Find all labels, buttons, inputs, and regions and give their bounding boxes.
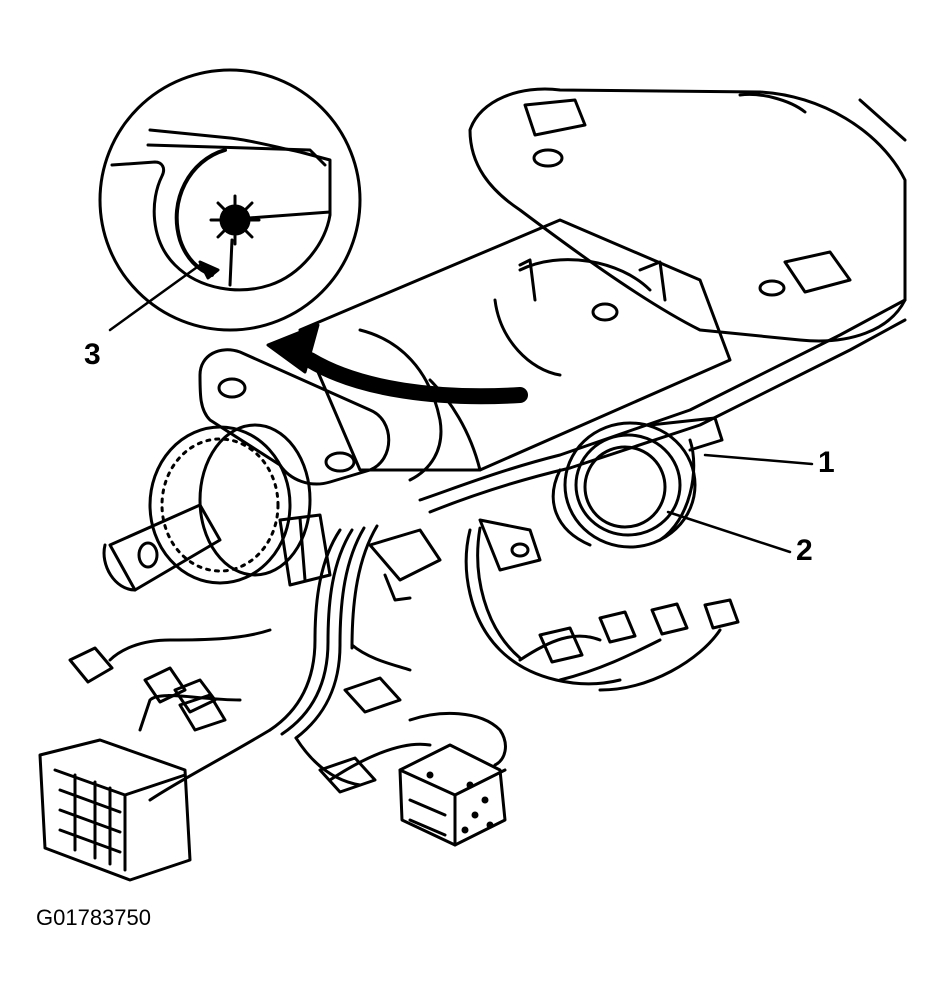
- detail-magnifier-inset: [98, 68, 362, 332]
- wiring-harness: [108, 298, 907, 802]
- leader-lines: [108, 263, 814, 554]
- connector-a: [68, 646, 114, 684]
- connector-d: [343, 676, 402, 714]
- splined-shaft-icon: [209, 194, 261, 246]
- connector-f: [538, 598, 740, 664]
- connectors: [68, 598, 740, 794]
- callout-1: 1: [818, 446, 835, 479]
- figure-id: G01783750: [36, 905, 151, 930]
- lower-flange-bracket: [198, 348, 391, 486]
- callout-2: 2: [796, 534, 813, 567]
- clockspring-coil: [551, 416, 724, 549]
- speckled-connector-block: [398, 743, 507, 847]
- steering-shaft-assembly: [102, 423, 332, 592]
- connector-c: [178, 693, 227, 732]
- callout-arrow: [266, 323, 528, 405]
- connector-e: [318, 756, 377, 794]
- upper-mounting-bracket: [468, 87, 907, 343]
- ignition-switch-bracket: [368, 518, 542, 602]
- steering-column: [298, 218, 732, 482]
- callout-3: 3: [84, 338, 101, 371]
- multi-pin-connector: [38, 738, 192, 882]
